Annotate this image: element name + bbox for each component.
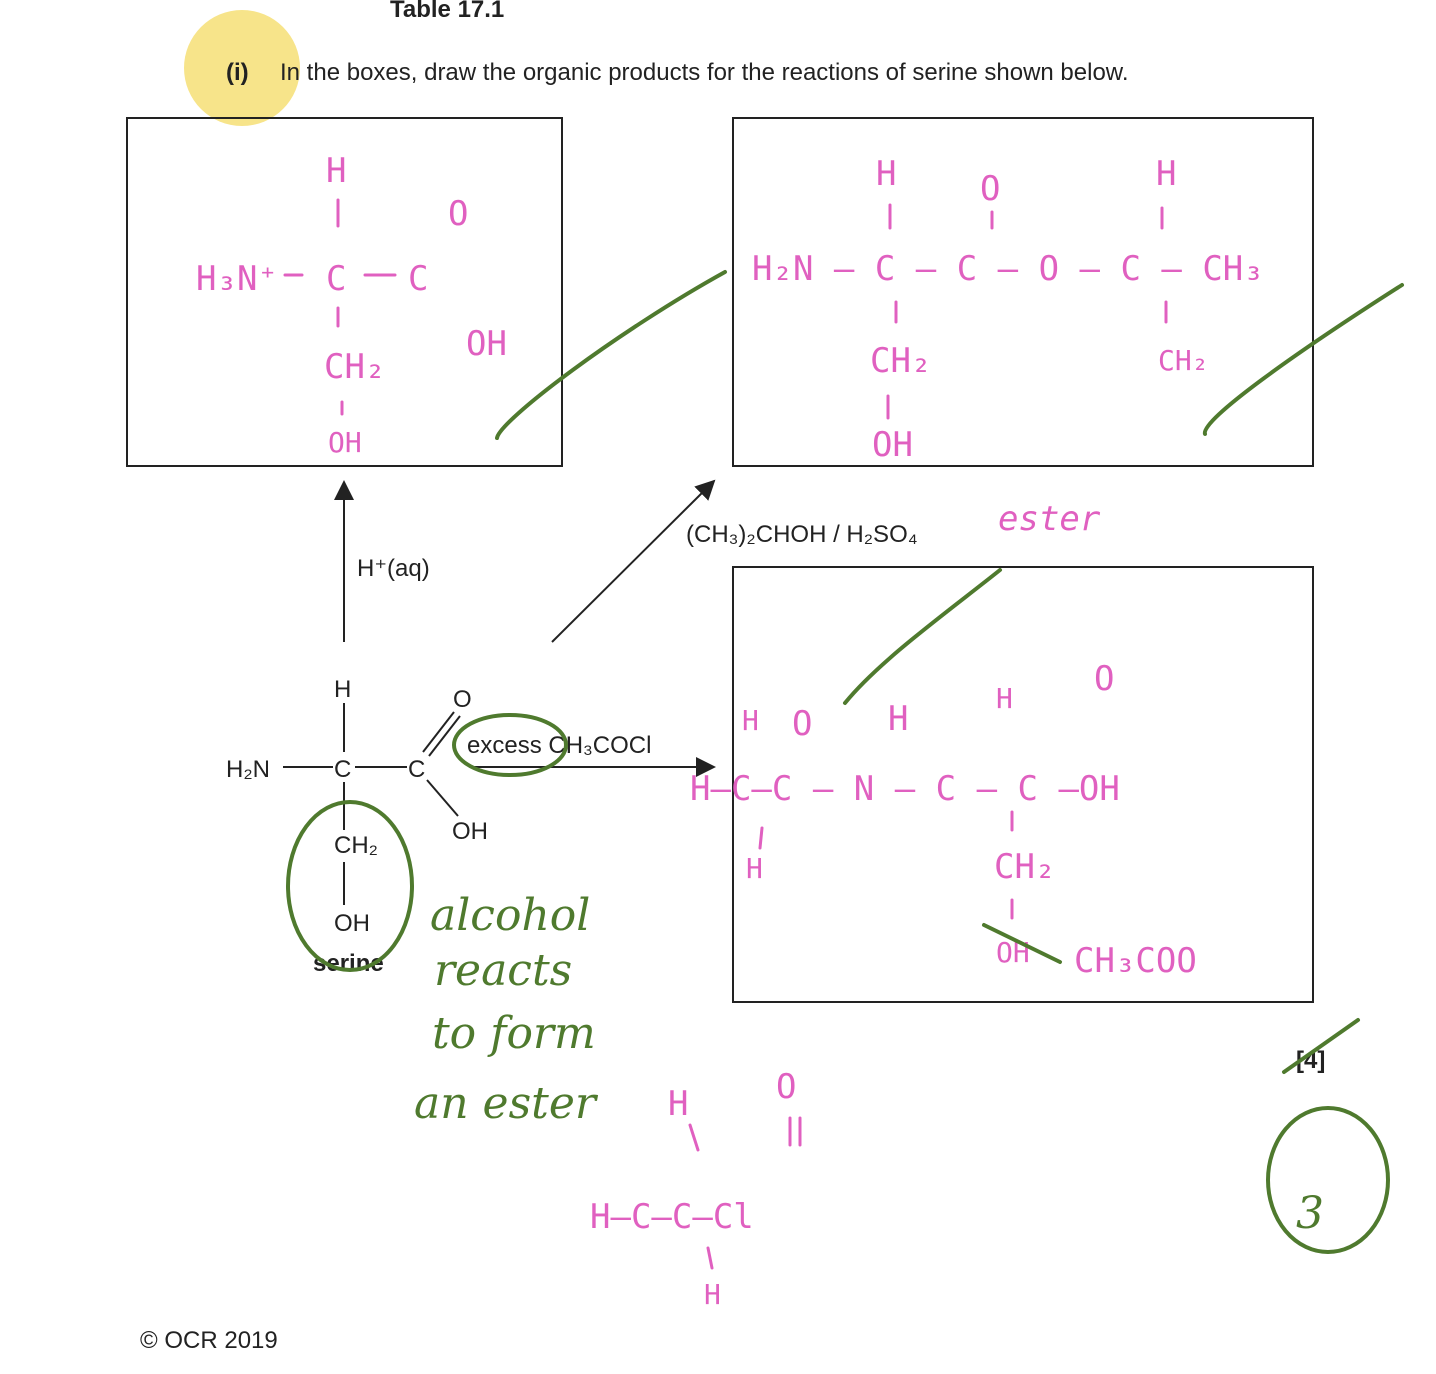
svg-text:O: O xyxy=(776,1067,796,1107)
serine-structure: H H₂N C C O OH CH₂ OH serine xyxy=(226,676,488,977)
arrow-ester xyxy=(551,479,716,643)
tick-mark xyxy=(1202,283,1404,436)
svg-text:CH₂: CH₂ xyxy=(1158,344,1209,377)
svg-text:OH: OH xyxy=(328,426,362,459)
svg-text:H: H xyxy=(704,1278,721,1311)
answer-box-acid[interactable] xyxy=(126,117,563,467)
reagent-acyl: excess CH₃COCl xyxy=(467,732,651,759)
strike-mark xyxy=(1282,1018,1360,1074)
answer-ester-handwriting: H O H H₂N – C – C – O – C – CH₃ CH₂ CH₂ … xyxy=(752,154,1264,465)
svg-text:an ester: an ester xyxy=(414,1078,599,1129)
answer-acyl-handwriting: H O H H O H–C–C – N – C – C –OH H CH₂ OH… xyxy=(690,659,1197,981)
svg-text:O: O xyxy=(1094,659,1114,699)
copyright: © OCR 2019 xyxy=(140,1327,278,1354)
acyl-chloride-sketch: H O H–C–C–Cl H xyxy=(590,1067,802,1311)
svg-text:H: H xyxy=(668,1084,688,1124)
atom-ch2: CH₂ xyxy=(334,832,378,859)
atom-o: O xyxy=(453,686,472,713)
atom-c1: C xyxy=(334,756,351,783)
svg-text:H: H xyxy=(888,699,908,739)
crossed-oh: OH xyxy=(996,936,1030,969)
svg-text:C: C xyxy=(408,259,428,299)
highlight-mark xyxy=(184,10,300,126)
svg-text:H–C–C–Cl: H–C–C–Cl xyxy=(590,1197,754,1237)
part-label: (i) xyxy=(226,59,249,86)
reagent-acid: H⁺(aq) xyxy=(357,555,430,582)
handwritten-note: alcohol reacts to form an ester xyxy=(414,890,599,1129)
svg-text:alcohol: alcohol xyxy=(430,890,590,941)
svg-text:H₂N – C – C – O – C – CH₃: H₂N – C – C – O – C – CH₃ xyxy=(752,249,1264,289)
atom-oh2: OH xyxy=(334,910,370,937)
tick-mark xyxy=(495,270,727,440)
svg-text:CH₂: CH₂ xyxy=(994,847,1055,887)
score: 3 xyxy=(1296,1188,1324,1239)
svg-text:reacts: reacts xyxy=(434,945,572,996)
svg-text:O: O xyxy=(448,194,468,234)
strike-mark xyxy=(982,923,1062,964)
circle-annotation xyxy=(452,713,568,777)
svg-text:OH: OH xyxy=(872,425,913,465)
score-circle xyxy=(1266,1106,1390,1254)
ester-group: CH₃COO xyxy=(1074,941,1197,981)
answer-box-acyl[interactable] xyxy=(732,566,1314,1003)
svg-text:C: C xyxy=(326,259,346,299)
svg-text:H: H xyxy=(742,704,759,737)
atom-c2: C xyxy=(408,756,425,783)
reagent-ester: (CH₃)₂CHOH / H₂SO₄ xyxy=(686,521,918,548)
svg-text:O: O xyxy=(980,169,1000,209)
svg-text:H: H xyxy=(326,151,346,191)
svg-text:O: O xyxy=(792,704,812,744)
atom-h: H xyxy=(334,676,351,703)
instruction-text: In the boxes, draw the organic products … xyxy=(280,59,1128,86)
svg-text:CH₂: CH₂ xyxy=(870,341,931,381)
svg-text:H–C–C – N – C – C –OH: H–C–C – N – C – C –OH xyxy=(690,769,1120,809)
circle-annotation xyxy=(286,800,414,972)
svg-text:H: H xyxy=(996,682,1013,715)
ester-label: ester xyxy=(998,499,1101,539)
table-title: Table 17.1 xyxy=(390,0,504,23)
svg-text:CH₂: CH₂ xyxy=(324,347,385,387)
tick-mark xyxy=(843,568,1002,705)
svg-text:H: H xyxy=(1156,154,1176,194)
svg-text:H: H xyxy=(746,852,763,885)
svg-text:to form: to form xyxy=(432,1008,596,1059)
atom-oh: OH xyxy=(452,818,488,845)
answer-acid-handwriting: H H₃N⁺ C C O OH CH₂ OH xyxy=(196,151,507,459)
svg-text:OH: OH xyxy=(466,324,507,364)
svg-text:H: H xyxy=(876,154,896,194)
answer-box-ester[interactable] xyxy=(732,117,1314,467)
svg-text:H₃N⁺: H₃N⁺ xyxy=(196,259,278,299)
atom-nh2: H₂N xyxy=(226,756,270,783)
